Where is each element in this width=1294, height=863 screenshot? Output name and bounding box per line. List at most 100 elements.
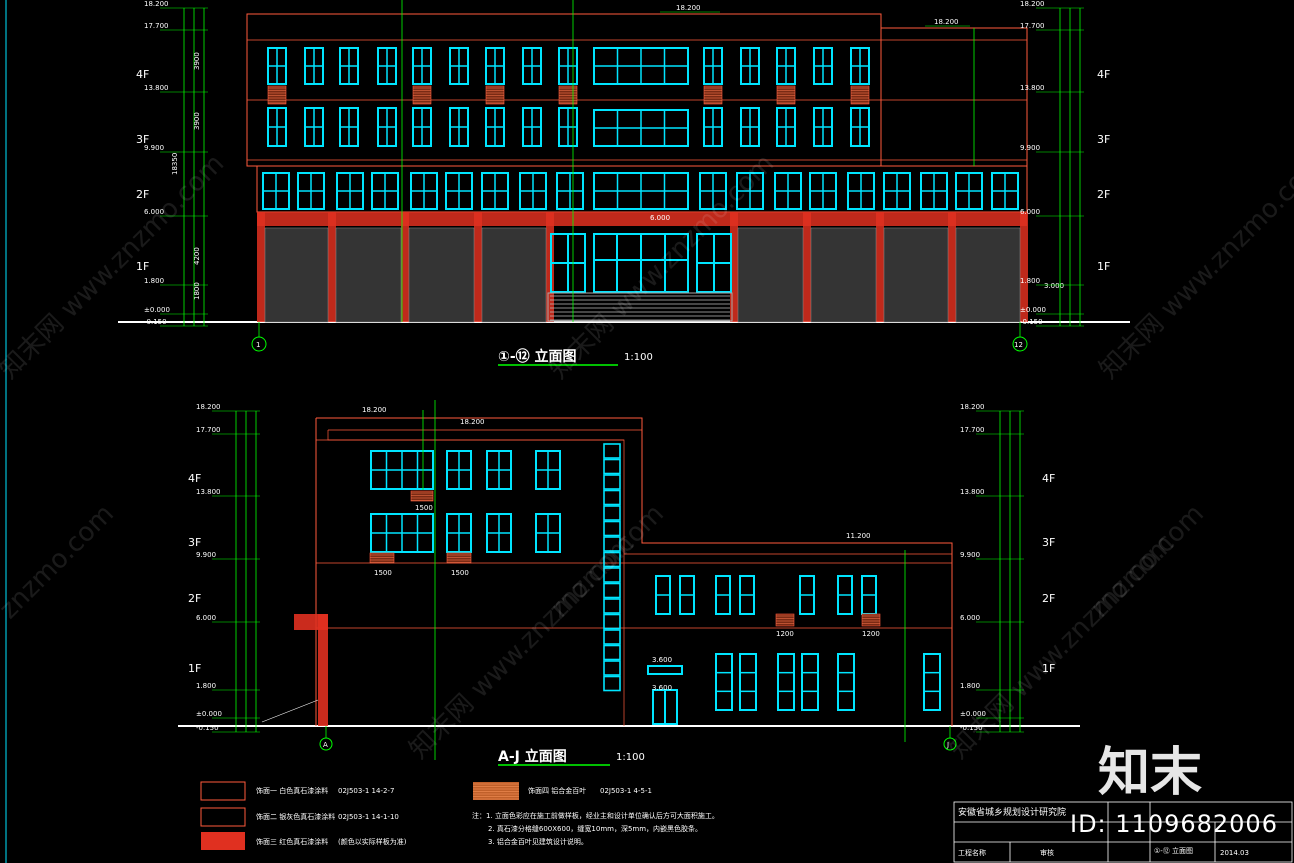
- column-6: [730, 212, 738, 322]
- louver-dimension-5: 1200: [862, 630, 880, 638]
- stair-window-6: [603, 520, 621, 537]
- elevation-2-title: A-J 立面图: [498, 748, 567, 765]
- floor-label-1F: 1F: [1097, 260, 1110, 273]
- level-label: 13.800: [1020, 84, 1045, 92]
- level-label: 17.700: [144, 22, 169, 30]
- main-entrance-glazing: [550, 233, 732, 293]
- watermark-3: 知末网 www.znzmo.com: [1094, 149, 1294, 385]
- floor-label-3F: 3F: [1042, 536, 1055, 549]
- elevation-2-scale: 1:100: [616, 752, 645, 763]
- side-door: [647, 665, 683, 725]
- floor-label-4F: 4F: [1042, 472, 1055, 485]
- stair-window-4: [603, 489, 621, 506]
- floor-label-2F: 2F: [1042, 592, 1055, 605]
- e2-window-1f-4: [801, 653, 819, 711]
- floor-label-3F: 3F: [1097, 133, 1110, 146]
- level-label: 18.200: [1020, 0, 1045, 8]
- e2-left-dimension-chain: 18.20017.70013.8009.9006.0001.800±0.000-…: [188, 403, 260, 733]
- legend-2-code: 02J503-1 14-1-10: [338, 813, 399, 821]
- e1-upper-level: 18.200: [934, 18, 959, 26]
- level-label: ±0.000: [1020, 306, 1046, 314]
- level-label: 18.200: [196, 403, 221, 411]
- level-label: 18.200: [960, 403, 985, 411]
- e2-right-dimension-chain: 18.20017.70013.8009.9006.0001.800±0.000-…: [960, 403, 1055, 733]
- level-label: 9.900: [196, 551, 216, 559]
- legend-1-code: 02J503-1 14-2-7: [338, 787, 394, 795]
- level-label: 13.800: [144, 84, 169, 92]
- e1-left-dimension-chain: 18.20017.70013.8009.9006.0001.800±0.000-…: [136, 0, 208, 327]
- e1-louver-5: [703, 85, 723, 105]
- e2-louver-4f: [410, 490, 434, 502]
- axis-bubble-J: J: [943, 726, 957, 751]
- e1-louver-2: [412, 85, 432, 105]
- elevation-2-windows: [370, 450, 941, 711]
- dimension-3900: 3900: [193, 112, 201, 130]
- column-3: [401, 212, 409, 322]
- level-label: 9.900: [1020, 144, 1040, 152]
- svg-text:1: 1: [256, 341, 260, 349]
- rolling-shutter-5: [737, 227, 804, 323]
- elevation-1-windows: [262, 47, 1019, 210]
- title-block: [953, 801, 1293, 863]
- floor-label-2F: 2F: [188, 592, 201, 605]
- stair-window-5: [603, 505, 621, 521]
- legend-1-label: 饰面一 白色真石漆涂料: [256, 786, 328, 795]
- stair-window-3: [603, 474, 621, 490]
- level-label: 6.000: [960, 614, 980, 622]
- e1-louver-4: [558, 85, 578, 105]
- stair-window-2: [603, 458, 621, 475]
- brand-logo: 知末: [1098, 743, 1203, 803]
- level-label: 1.800: [960, 682, 980, 690]
- legend-3-code: (颜色以实际样板为准): [338, 837, 407, 846]
- legend-2-label: 饰面二 银灰色真石漆涂料: [256, 812, 335, 821]
- elevation-2: 3.600 3.600 18.200 18.200 11.200 1500150…: [178, 400, 1080, 766]
- level-label: 6.000: [196, 614, 216, 622]
- e1-louver-6: [776, 85, 796, 105]
- dimension-1800: 1800: [193, 282, 201, 300]
- stair-window-13: [603, 629, 621, 645]
- stair-window-1: [603, 443, 621, 459]
- floor-label-3F: 3F: [136, 133, 149, 146]
- total-height: 18350: [171, 153, 179, 175]
- stair-window-14: [603, 644, 621, 661]
- level-label: ±0.000: [960, 710, 986, 718]
- rolling-shutter-2: [335, 227, 402, 323]
- dimension-4200: 4200: [193, 247, 201, 265]
- e2-step-level: 11.200: [846, 532, 871, 540]
- e1-mid-level: 6.000: [650, 214, 670, 222]
- stair-window-7: [603, 536, 621, 552]
- louver-dimension-1: 1500: [415, 504, 433, 512]
- level-label: 1.800: [144, 277, 164, 285]
- floor-label-1F: 1F: [188, 662, 201, 675]
- louver-dimension-4: 1200: [776, 630, 794, 638]
- stair-window-9: [603, 567, 621, 583]
- e2-window-1f-5: [837, 653, 855, 711]
- e1-roof-level: 18.200: [676, 4, 701, 12]
- level-label: -0.150: [1020, 318, 1043, 326]
- e2-window-1f-2: [739, 653, 757, 711]
- floor-label-3F: 3F: [188, 536, 201, 549]
- elevation-1: 18.200 18.200 6.000 3.000 18.20017.70013…: [118, 0, 1130, 366]
- column-8: [876, 212, 884, 322]
- e2-louver-3f-b: [446, 552, 472, 564]
- svg-text:J: J: [946, 741, 949, 749]
- e1-louver-7: [850, 85, 870, 105]
- column-2: [328, 212, 336, 322]
- floor-label-2F: 2F: [1097, 188, 1110, 201]
- floor-label-1F: 1F: [136, 260, 149, 273]
- entrance-steps: [550, 295, 730, 321]
- level-label: ±0.000: [196, 710, 222, 718]
- note-1: 注：1. 立面色彩应在施工前做样板，经业主和设计单位确认后方可大面积施工。: [472, 811, 719, 820]
- id-badge: ID: 1109682006: [1070, 810, 1278, 838]
- level-label: 17.700: [1020, 22, 1045, 30]
- level-label: -0.150: [144, 318, 167, 326]
- level-label: 13.800: [960, 488, 985, 496]
- floor-label-1F: 1F: [1042, 662, 1055, 675]
- rolling-shutter-3: [408, 227, 475, 323]
- level-label: 13.800: [196, 488, 221, 496]
- note-3: 3. 铝合金百叶见建筑设计说明。: [488, 837, 588, 846]
- column-10: [1020, 212, 1028, 322]
- stair-window-10: [603, 582, 621, 599]
- stair-shaft-windows: [603, 443, 621, 692]
